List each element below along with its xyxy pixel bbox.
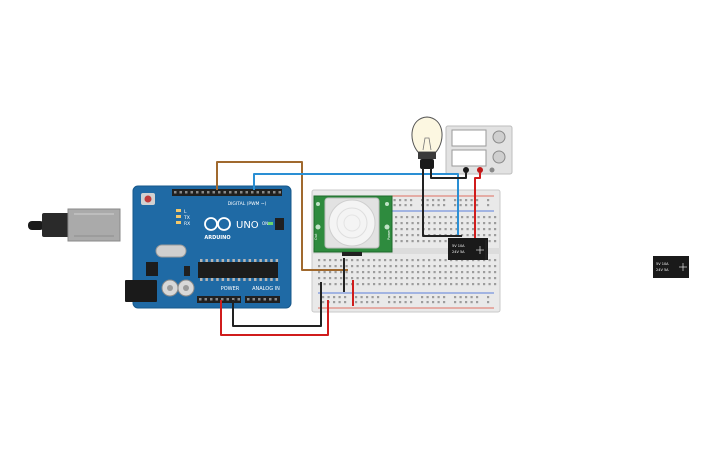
tx-led [176,215,181,218]
bulb-filament [422,137,432,151]
arduino-uno[interactable]: DIGITAL (PWM ~) TX RX L ARDUINO UNO ON [28,185,292,309]
crystal [155,244,187,258]
rx-label: RX [184,221,190,227]
relay-on-breadboard[interactable]: 5V 10A 24V 5A [448,238,488,260]
digital-header [172,189,282,196]
supply-terminal-neg[interactable] [463,167,469,173]
atmega-chip [198,262,278,278]
pir-label-out: Out [314,233,318,240]
pir-pins [342,252,362,256]
relay-loose[interactable]: 5V 10A 24V 5A [653,256,689,278]
bulb-base [418,152,436,159]
supply-display-2 [451,149,487,167]
wire-brown [216,161,348,271]
supply-terminal-pos[interactable] [477,167,483,173]
light-bulb[interactable] [411,116,443,169]
wire-red-5v [220,300,329,336]
supply-knob-1[interactable] [492,130,506,144]
relay-text-2: 24V 5A [452,250,465,254]
relay-loose-text-1: 5V 10A [656,262,669,266]
power-supply[interactable] [445,125,513,175]
wire-red-supply [474,172,481,238]
l-label: L [184,209,187,215]
l-led [176,209,181,212]
on-led [268,222,273,225]
power-jack [125,280,157,302]
tx-label: TX [183,215,190,221]
bulb-socket [420,159,434,169]
rx-led [176,221,181,224]
usb-plug [42,213,70,237]
wire-black-gnd [232,282,322,327]
relay-text-1: 5V 10A [452,244,465,248]
arduino-logo: ARDUINO [204,217,231,241]
bulb-glass [411,116,443,153]
power-label: POWER [221,286,240,292]
relay-loose-text-2: 24V 5A [656,268,669,272]
analog-header [245,296,280,303]
pir-label-power: Power [387,229,391,240]
supply-knob-2[interactable] [492,150,506,164]
supply-display-1 [451,129,487,147]
wire-black-bulb [422,168,462,237]
model-label: UNO [236,220,259,231]
pir-sensor[interactable]: Out Power [313,195,393,256]
pir-dome [328,199,376,247]
digital-label: DIGITAL (PWM ~) [228,201,267,207]
wire-black-bulb-supply [430,168,467,179]
logo-text: ARDUINO [204,235,230,241]
voltage-regulator [146,262,158,276]
power-header [197,296,241,303]
analog-label: ANALOG IN [252,286,280,292]
wire-blue [253,173,459,236]
usb-cable [28,221,44,230]
on-label: ON [262,221,268,226]
icsp-header [275,218,284,230]
wires [216,161,487,336]
